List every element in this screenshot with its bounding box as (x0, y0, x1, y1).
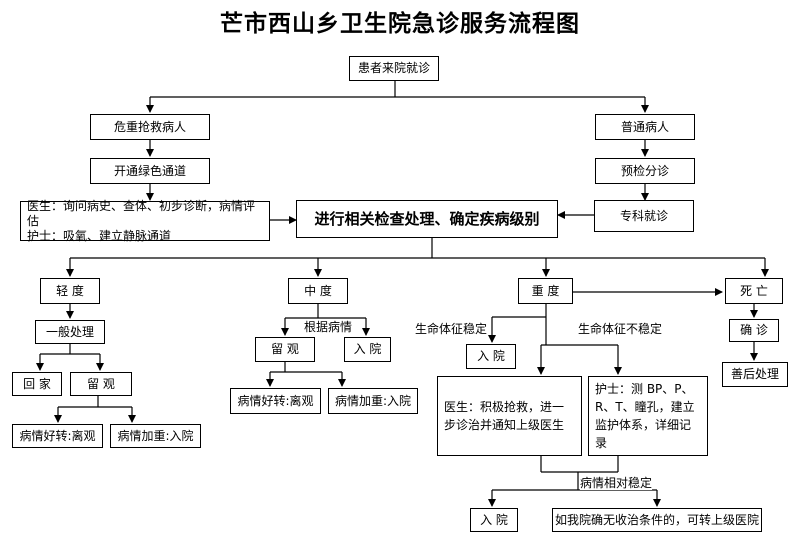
mild-box: 轻 度 (40, 278, 100, 304)
precheck-triage-box: 预检分诊 (595, 158, 695, 184)
observation-moderate-box: 留 观 (255, 337, 315, 362)
improved-mild-box: 病情好转:离观 (12, 424, 103, 448)
admit-stable-box: 入 院 (466, 344, 516, 369)
vital-unstable-label: 生命体征不稳定 (578, 322, 663, 336)
exam-grading-box: 进行相关检查处理、确定疾病级别 (296, 200, 558, 238)
go-home-box: 回 家 (12, 372, 62, 396)
worsened-mild-box: 病情加重:入院 (110, 424, 201, 448)
initial-care-nurse: 护士：吸氧、建立静脉通道 (27, 228, 172, 243)
moderate-box: 中 度 (288, 278, 348, 304)
aftercare-box: 善后处理 (722, 362, 788, 387)
initial-care-doctor: 医生：询问病史、查体、初步诊断，病情评估 (27, 198, 256, 228)
admit-final-box: 入 院 (470, 508, 518, 532)
worsened-moderate-box: 病情加重:入院 (328, 388, 418, 414)
patient-arrival-box: 患者来院就诊 (349, 56, 439, 81)
by-condition-label: 根据病情 (304, 320, 353, 334)
observation-mild-box: 留 观 (70, 372, 132, 396)
general-treatment-box: 一般处理 (35, 320, 105, 344)
admit-moderate-box: 入 院 (344, 337, 391, 362)
improved-moderate-box: 病情好转:离观 (230, 388, 321, 414)
nurse-monitoring-box: 护士：测 BP、P、R、T、瞳孔，建立监护体系，详细记录 (588, 376, 708, 456)
death-box: 死 亡 (725, 278, 783, 304)
severe-box: 重 度 (518, 278, 573, 304)
doctor-rescue-box: 医生：积极抢救，进一步诊治并通知上级医生 (437, 376, 582, 456)
specialist-box: 专科就诊 (594, 200, 694, 232)
confirm-diagnosis-box: 确 诊 (729, 319, 779, 342)
initial-care-box: 医生：询问病史、查体、初步诊断，病情评估 护士：吸氧、建立静脉通道 (20, 198, 270, 243)
transfer-higher-hospital-box: 如我院确无收治条件的，可转上级医院 (552, 508, 762, 532)
relatively-stable-label: 病情相对稳定 (580, 476, 653, 490)
critical-patient-box: 危重抢救病人 (90, 114, 210, 140)
normal-patient-box: 普通病人 (595, 114, 695, 140)
page-title: 芒市西山乡卫生院急诊服务流程图 (220, 10, 580, 37)
vital-stable-label: 生命体征稳定 (415, 322, 488, 336)
green-channel-box: 开通绿色通道 (90, 158, 210, 184)
